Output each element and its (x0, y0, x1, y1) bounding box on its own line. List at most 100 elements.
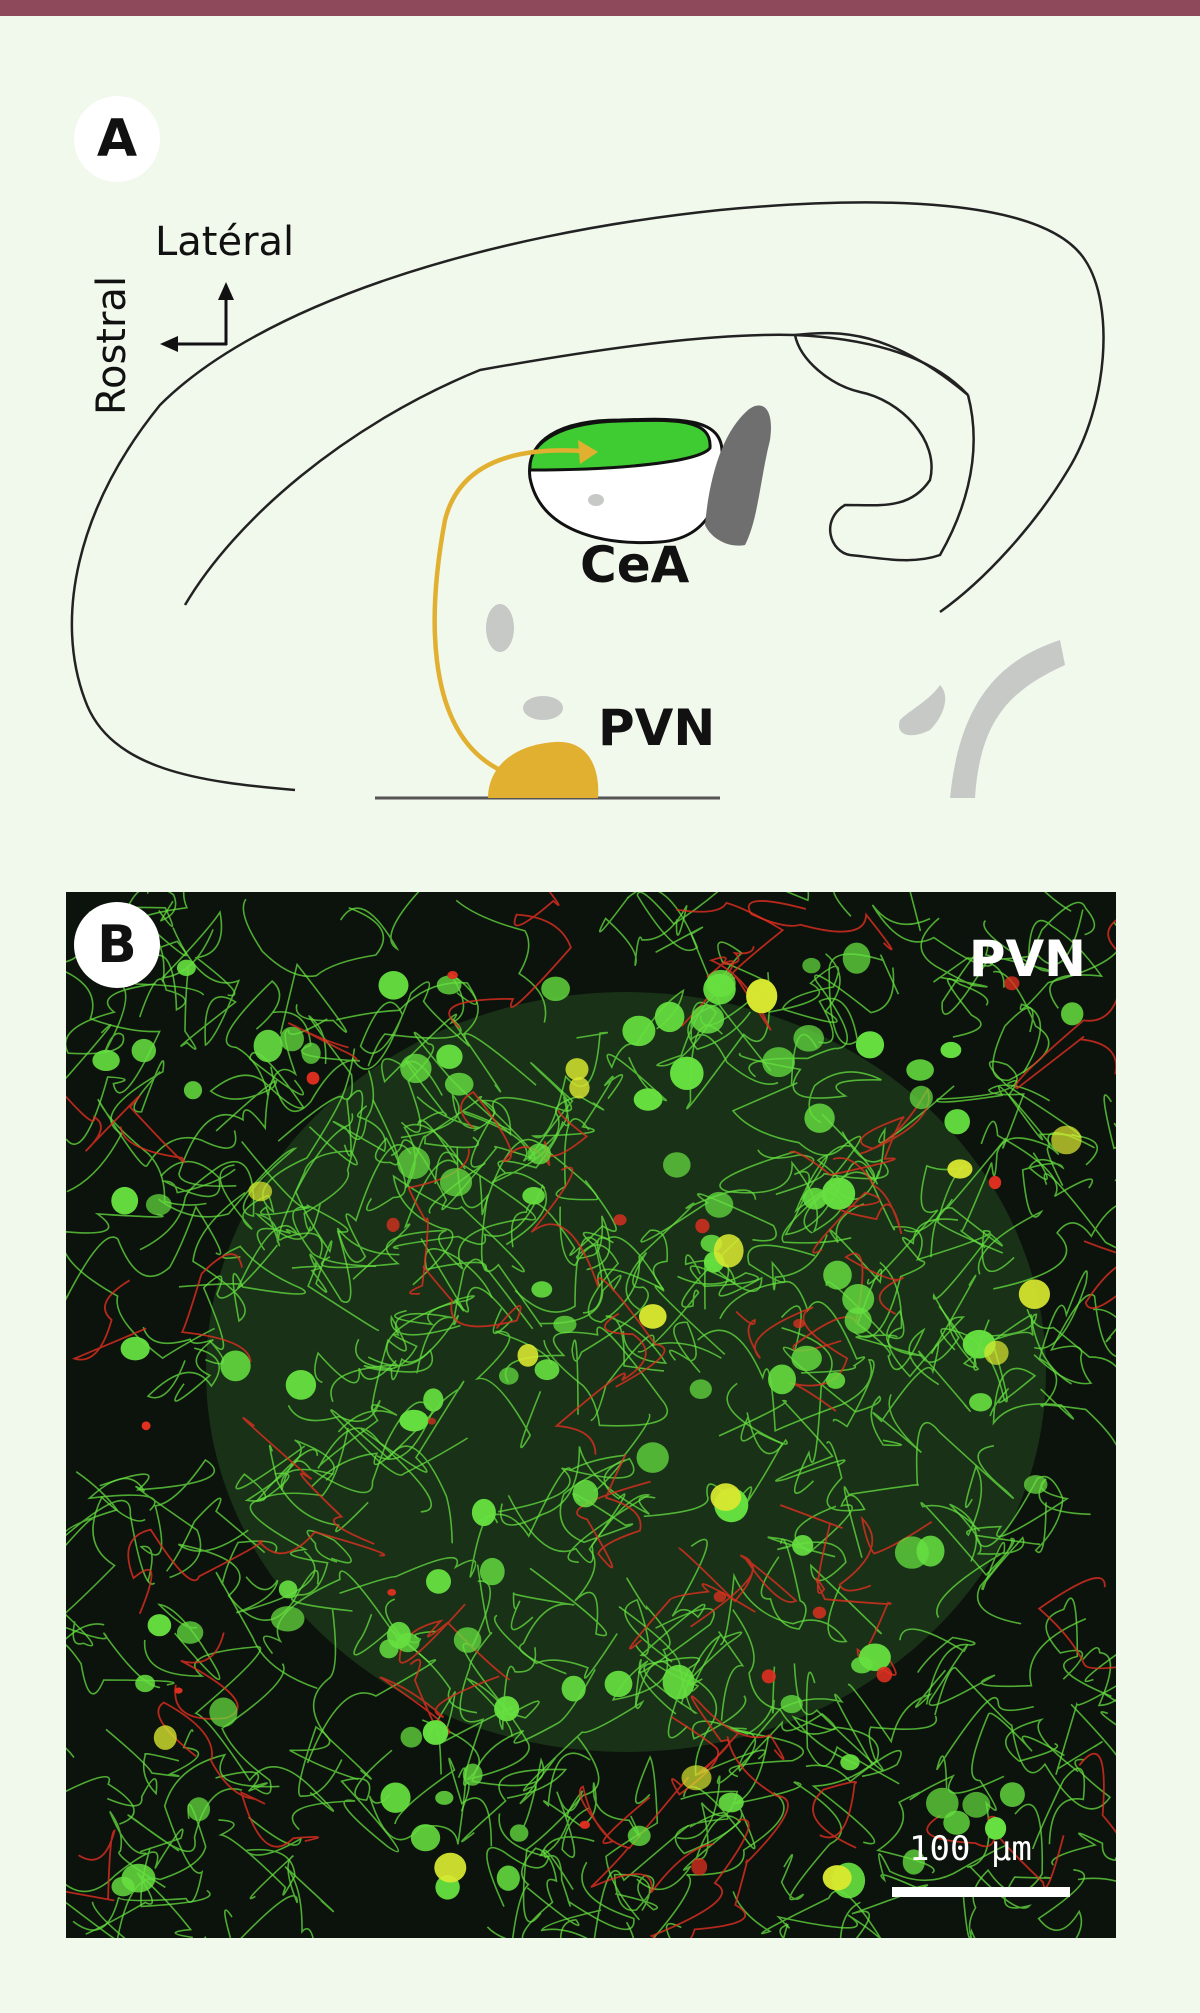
green-fiber (66, 945, 161, 1145)
green-neuron (270, 1606, 305, 1632)
green-fiber (962, 1803, 1044, 1938)
green-neuron (278, 1580, 298, 1599)
green-fiber (268, 1444, 369, 1533)
red-terminal (174, 1687, 183, 1694)
green-fiber (236, 1550, 316, 1614)
green-fiber (320, 1151, 537, 1270)
green-neuron (802, 957, 821, 974)
green-fiber (627, 892, 810, 952)
green-fiber (314, 1351, 397, 1384)
green-fiber (916, 1636, 976, 1705)
green-fiber (139, 1147, 298, 1251)
green-fiber (66, 1212, 215, 1360)
green-fiber (254, 1205, 377, 1268)
green-neuron (704, 1191, 734, 1218)
green-fiber (455, 899, 547, 1023)
green-fiber (946, 978, 989, 1038)
green-neuron (280, 1026, 304, 1052)
green-fiber (993, 1173, 1116, 1290)
green-fiber (917, 1207, 1003, 1412)
colabeled-neuron (822, 1865, 852, 1891)
green-neuron (780, 1695, 803, 1714)
green-fiber (352, 1059, 458, 1280)
green-neuron (1061, 1002, 1084, 1026)
green-fiber (833, 892, 852, 917)
green-fiber (336, 1144, 412, 1263)
cortex-outline (70, 201, 1105, 792)
green-neuron (844, 1307, 872, 1334)
red-fiber (66, 1829, 116, 1902)
hippocampus-outline (793, 331, 975, 562)
green-neuron (187, 1797, 211, 1822)
green-fiber (215, 1540, 318, 1690)
green-fiber (768, 953, 841, 1024)
red-terminal (1004, 976, 1020, 991)
red-fiber (779, 1504, 897, 1676)
red-terminal (447, 971, 458, 980)
red-fiber (1014, 919, 1116, 1089)
green-fiber (866, 1164, 1004, 1285)
green-fiber (526, 1887, 635, 1938)
green-fiber (500, 1446, 656, 1526)
green-fiber (66, 1644, 175, 1695)
green-fiber (1055, 1685, 1116, 1775)
red-terminal (579, 1820, 590, 1829)
green-neuron (802, 1187, 828, 1210)
green-fiber (421, 1677, 530, 1781)
green-fiber (72, 1753, 280, 1931)
green-fiber (1103, 1094, 1116, 1182)
green-fiber (618, 1606, 700, 1739)
green-fiber (209, 1052, 305, 1132)
green-neuron (791, 1345, 822, 1372)
green-neuron (842, 1284, 875, 1314)
projection-path (432, 448, 596, 773)
green-fiber (974, 1475, 1064, 1553)
green-fiber (781, 1327, 833, 1494)
colabeled-neuron (248, 1181, 273, 1202)
green-neuron (220, 1350, 251, 1382)
green-fiber (143, 1639, 335, 1812)
green-neuron (636, 1442, 669, 1473)
red-terminal (306, 1071, 320, 1085)
colabeled-neuron (569, 1077, 590, 1099)
green-neuron (253, 1029, 283, 1063)
red-fiber (838, 1515, 933, 1592)
green-neuron (670, 1056, 704, 1090)
green-neuron (604, 1670, 633, 1698)
green-neuron (380, 1782, 411, 1813)
green-fiber (1031, 1767, 1086, 1850)
green-fiber (540, 1824, 690, 1938)
green-fiber (843, 1421, 1015, 1558)
green-neuron (926, 1787, 959, 1819)
green-fiber (392, 1174, 525, 1286)
green-fiber (66, 1024, 112, 1080)
colabeled-neuron (517, 1344, 539, 1367)
green-fiber (192, 1191, 307, 1323)
red-fiber (677, 1547, 798, 1628)
red-fiber (174, 1632, 239, 1720)
green-fiber (291, 1113, 354, 1293)
green-neuron (689, 1379, 712, 1399)
green-fiber (66, 1518, 93, 1547)
green-fiber (241, 1141, 379, 1332)
gray-structure-4 (899, 685, 946, 736)
green-neuron (285, 1370, 317, 1400)
green-neuron (301, 1042, 321, 1064)
red-fiber (127, 1528, 386, 1615)
green-fiber (847, 1669, 947, 1744)
green-neuron (823, 1260, 852, 1290)
green-fiber (106, 1752, 180, 1807)
green-neuron (906, 1059, 934, 1081)
green-fiber (934, 1667, 1112, 1810)
green-neuron (522, 1187, 545, 1205)
green-neuron (209, 1697, 238, 1728)
green-fiber (215, 1663, 285, 1795)
gray-structure-5 (950, 640, 1065, 798)
red-fiber (66, 1095, 186, 1163)
green-neuron (462, 1763, 483, 1786)
green-fiber (872, 1274, 977, 1454)
green-fiber (539, 1790, 595, 1858)
red-terminal (876, 1666, 893, 1683)
green-neuron (400, 1726, 423, 1748)
red-terminal (761, 1669, 776, 1684)
